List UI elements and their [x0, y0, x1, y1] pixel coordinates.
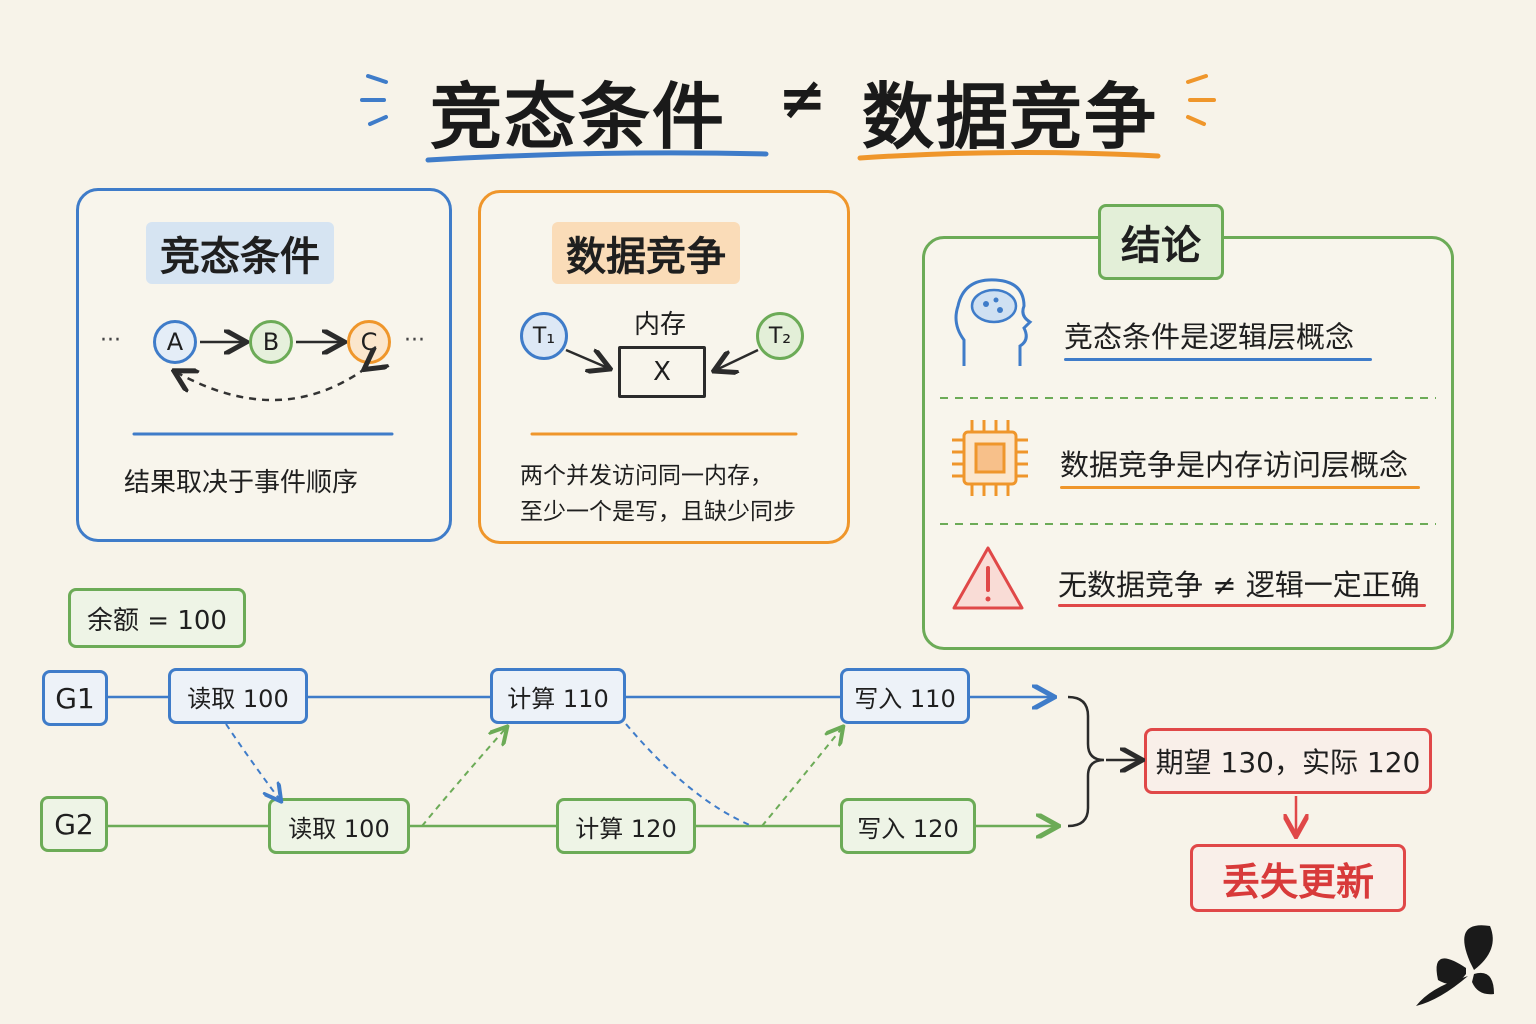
balance-box: 余额 = 100: [68, 588, 246, 648]
data-race-heading: 数据竞争: [552, 222, 740, 284]
g2-line-to-g1-write-dashed: [761, 728, 842, 827]
reorder-dashed-arrow: [176, 368, 366, 402]
g2-step-compute: 计算 120: [556, 798, 696, 854]
g1-compute-to-g2-line-dashed: [625, 723, 753, 827]
memory-label: 内存: [634, 310, 687, 340]
g1-read-to-g2-read-dashed: [225, 723, 280, 800]
title-right-underline: [857, 149, 1161, 161]
conclusion-item-memory-text: 数据竞争是内存访问层概念: [1060, 448, 1409, 482]
butterfly-logo-icon: [1416, 925, 1494, 1006]
g1-step-write: 写入 110: [840, 668, 970, 724]
ellipsis-right: ···: [404, 328, 425, 353]
data-race-caption-line1: 两个并发访问同一内存，: [520, 463, 773, 489]
conclusion-item-logic-underline: [1064, 358, 1372, 361]
merge-brace: [1067, 695, 1105, 828]
lost-update-box: 丢失更新: [1190, 844, 1406, 912]
result-box: 期望 130，实际 120: [1144, 728, 1432, 794]
page-title-data-race: 数据竞争: [862, 75, 1159, 159]
race-condition-heading: 竞态条件: [146, 222, 334, 284]
conclusion-heading: 结论: [1098, 204, 1224, 280]
conclusion-item-warning-underline: [1058, 604, 1426, 607]
page-title-race-condition: 竞态条件: [430, 75, 727, 159]
g2-step-write: 写入 120: [840, 798, 976, 854]
g1-step-read: 读取 100: [168, 668, 308, 724]
data-race-caption-line2: 至少一个是写，且缺少同步: [520, 499, 796, 525]
brain-icon: [954, 278, 1033, 366]
conclusion-item-warning-text: 无数据竞争 ≠ 逻辑一定正确: [1058, 568, 1420, 602]
chip-icon: [952, 420, 1028, 496]
title-not-equal-sign: ≠: [778, 64, 829, 132]
arrow-t2-to-memory: [716, 348, 759, 370]
conclusion-item-logic-text: 竞态条件是逻辑层概念: [1064, 320, 1355, 354]
title-spark-left-icon: [360, 74, 388, 126]
g2-read-to-g1-compute-dashed: [421, 728, 506, 827]
g2-label: G2: [40, 796, 108, 852]
ellipsis-left: ···: [100, 328, 121, 353]
arrow-t1-to-memory: [565, 350, 608, 368]
thread-t2-node: T₂: [756, 312, 804, 360]
race-condition-caption: 结果取决于事件顺序: [124, 468, 359, 498]
g1-label: G1: [42, 670, 108, 726]
warning-icon: [952, 546, 1024, 610]
g2-step-read: 读取 100: [268, 798, 410, 854]
conclusion-item-memory-underline: [1060, 486, 1420, 489]
title-spark-right-icon: [1186, 74, 1216, 126]
memory-cell-x: X: [618, 346, 706, 398]
title-left-underline: [425, 150, 769, 163]
thread-t1-node: T₁: [520, 312, 568, 360]
g1-step-compute: 计算 110: [490, 668, 626, 724]
